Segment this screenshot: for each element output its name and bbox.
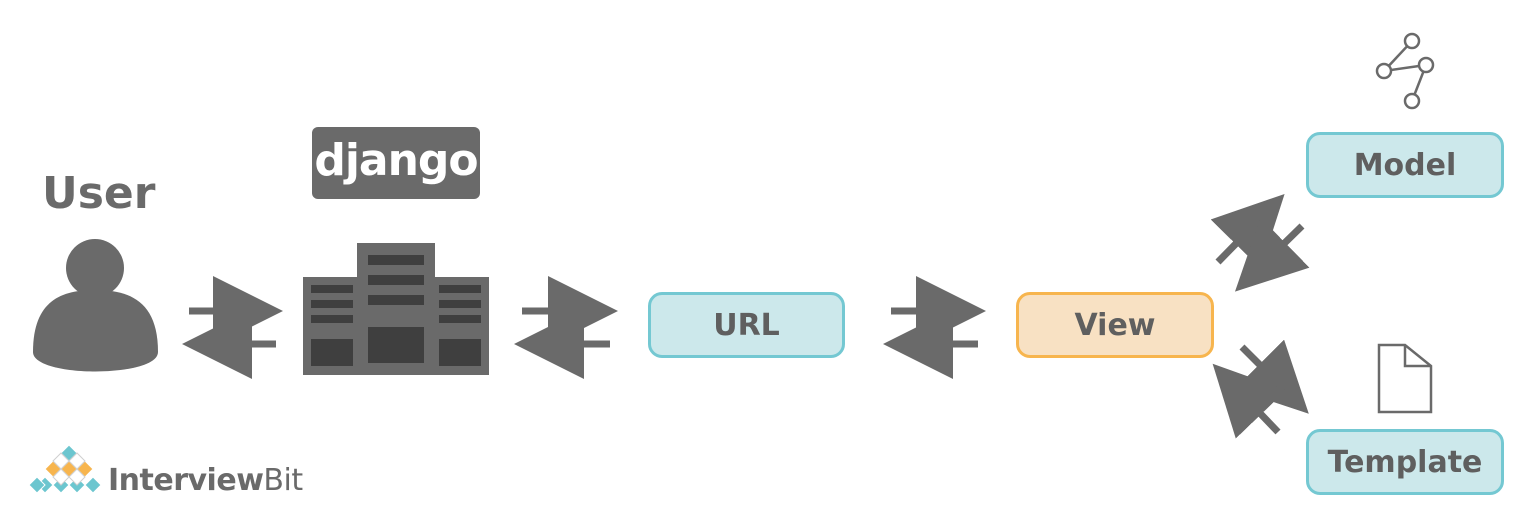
template-node-label: Template [1327, 444, 1483, 480]
arrow-pair-user-django [182, 276, 283, 379]
brand-name-bit: Bit [263, 463, 303, 498]
url-node: URL [648, 292, 845, 358]
model-node: Model [1306, 132, 1504, 198]
user-silhouette-icon [33, 239, 158, 372]
django-badge: django [312, 127, 480, 199]
brand-name-regular: Interview [108, 463, 264, 498]
view-node: View [1016, 292, 1214, 358]
view-node-label: View [1074, 307, 1156, 343]
interviewbit-logo-icon [28, 444, 102, 494]
document-icon [1377, 343, 1433, 414]
template-node: Template [1306, 429, 1504, 495]
graph-nodes-icon [1375, 32, 1435, 110]
user-label: User [42, 168, 156, 219]
interviewbit-brand: InterviewBit [108, 463, 303, 498]
url-node-label: URL [713, 307, 780, 343]
brand-name: InterviewBit [108, 463, 303, 498]
arrow-pair-django-url [514, 276, 618, 379]
arrow-pair-view-template [1212, 339, 1309, 439]
server-building-icon [303, 243, 489, 375]
arrow-pair-view-model [1210, 193, 1310, 292]
arrow-pair-url-view [883, 276, 986, 379]
model-node-label: Model [1353, 147, 1457, 183]
